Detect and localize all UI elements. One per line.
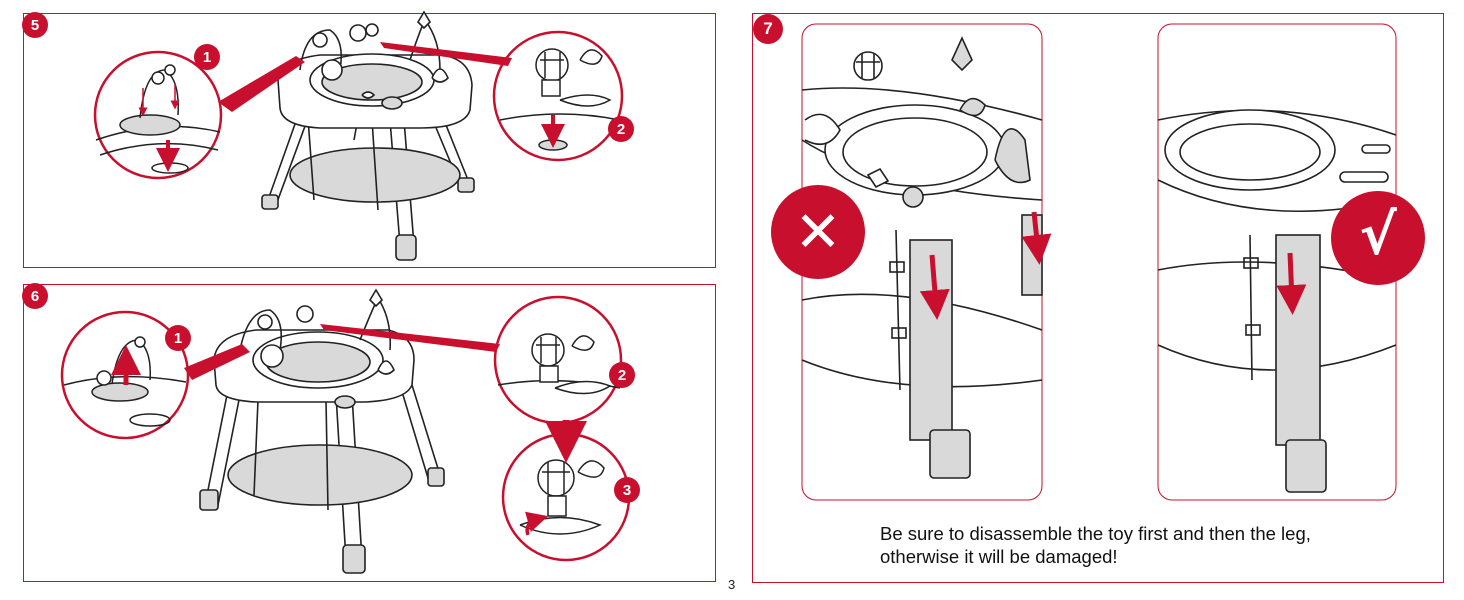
right-check-icon: √ — [1359, 203, 1397, 268]
step-6-zoom-left — [60, 310, 190, 440]
step-6-callout-pointer-left — [184, 344, 250, 380]
step-5-badge: 5 — [22, 12, 48, 38]
step-6-badge: 6 — [22, 283, 48, 309]
step-5-callout-pointer-left — [218, 56, 305, 112]
step-6-activity-center — [199, 288, 445, 574]
step-7-badge: 7 — [753, 14, 783, 44]
step-6-zoom-right-top — [493, 295, 623, 425]
warning-note-line-2: otherwise it will be damaged! — [880, 546, 1118, 567]
step-6-sub3-badge: 3 — [614, 477, 640, 503]
warning-note-line-1: Be sure to disassemble the toy first and… — [880, 523, 1311, 544]
right-mark-circle — [1331, 191, 1425, 285]
step-5-sub2-badge: 2 — [608, 116, 634, 142]
step-5-activity-center — [261, 10, 475, 261]
wrong-mark-circle — [771, 185, 865, 279]
step-6-callout-pointer-right — [320, 324, 500, 352]
warning-note: Be sure to disassemble the toy first and… — [880, 522, 1311, 568]
step-6-sub1-badge: 1 — [165, 325, 191, 351]
step-7-wrong-example — [801, 23, 1052, 501]
wrong-x-icon: ✕ — [794, 200, 842, 263]
step-5-zoom-right — [492, 30, 624, 162]
step-6-zoom-right-bottom — [501, 432, 631, 562]
step-5-sub1-badge: 1 — [194, 44, 220, 70]
step-7-right-example — [1157, 23, 1397, 501]
page-number: 3 — [728, 577, 736, 592]
step-6-sub2-badge: 2 — [609, 362, 635, 388]
step-5-zoom-left — [93, 50, 223, 180]
step-5-callout-pointer-right — [380, 42, 512, 66]
